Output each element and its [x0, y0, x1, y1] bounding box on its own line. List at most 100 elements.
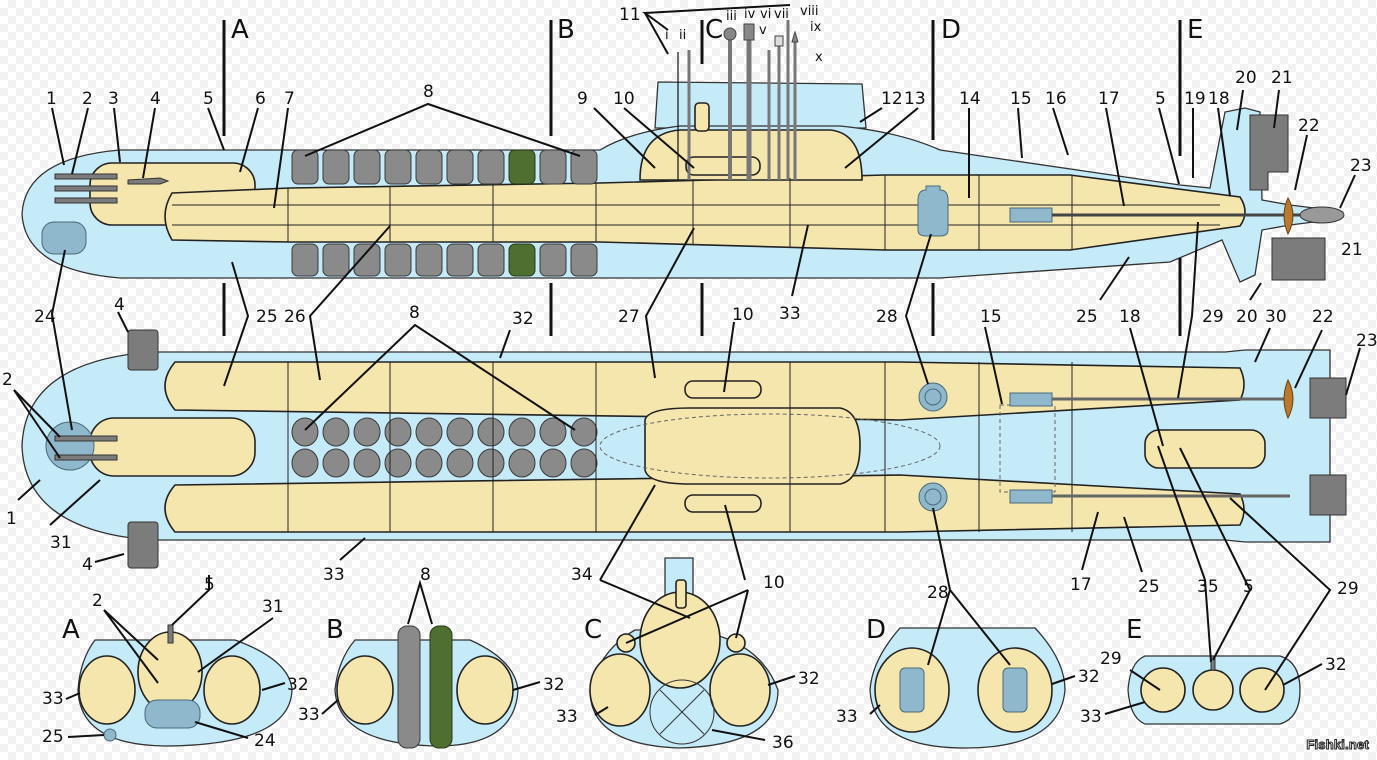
callout: 32 [512, 309, 534, 329]
missile-silo-hatch [384, 417, 412, 447]
missile-silo [446, 149, 474, 185]
callout: 15 [980, 307, 1002, 327]
missile-silo-hatch [539, 417, 567, 447]
missile-silo [539, 243, 567, 277]
propeller-side [1283, 196, 1294, 236]
callout: 14 [959, 89, 981, 109]
callout: 20 [1236, 307, 1258, 327]
callout: 22 [1298, 116, 1320, 136]
callout: 10 [763, 573, 785, 593]
torpedo-tube [54, 185, 118, 192]
callout: 32 [1078, 667, 1100, 687]
torpedo-module-top [89, 417, 256, 477]
callout: 4 [150, 89, 161, 109]
rudder-top [1309, 377, 1347, 419]
mast-label: x [815, 50, 823, 65]
missile-silo [353, 149, 381, 185]
callout: 32 [798, 669, 820, 689]
missile-silo [384, 243, 412, 277]
sail [654, 81, 867, 129]
escape-capsule-side [685, 156, 761, 176]
bow-plane-top [127, 329, 159, 371]
callout: 2 [82, 89, 93, 109]
missile-silo [477, 243, 505, 277]
callout: 20 [1235, 68, 1257, 88]
callout: 2 [92, 591, 103, 611]
torpedo-tube [54, 435, 118, 442]
missile-silo-hatch [384, 448, 412, 478]
mast-label: iv [744, 7, 756, 22]
rudder-bottom [1309, 474, 1347, 516]
callout: 25 [1076, 307, 1098, 327]
callout: 11 [619, 5, 641, 25]
missile-silos-side [291, 149, 598, 277]
missile-silo [291, 149, 319, 185]
section-labels: A 2 31 33 32 25 24 B 8 33 32 C 32 33 36 … [42, 565, 1347, 753]
missile-silo [415, 243, 443, 277]
bow-plane-bottom [127, 521, 159, 569]
missile-silo-hatch [570, 448, 598, 478]
missile-silo [384, 149, 412, 185]
section-a-title: A [62, 615, 80, 645]
missile-silo-hatch [415, 448, 443, 478]
mast-label: iii [726, 9, 737, 24]
hydroplane-side [127, 177, 170, 185]
callout: 31 [262, 597, 284, 617]
missile-silo-hatch [322, 417, 350, 447]
turbine [1009, 207, 1053, 223]
callout: 24 [34, 307, 56, 327]
top-view [21, 329, 1347, 569]
callout: 1 [46, 89, 57, 109]
callout: 17 [1070, 575, 1092, 595]
leader-lines-sections [65, 575, 1323, 741]
mast-labels: i ii iii iv v vi vii viii ix x [665, 4, 823, 65]
reactor [917, 185, 949, 237]
watermark: Fishki.net [1306, 737, 1369, 753]
hatch-trunk [694, 102, 710, 132]
callout: 8 [423, 82, 434, 102]
mast-label: vii [774, 7, 789, 22]
top-labels: 4 2 1 31 4 8 32 10 15 18 30 22 23 33 34 … [2, 295, 1377, 603]
bulkheads [172, 175, 1220, 250]
missile-silo-hatch [322, 448, 350, 478]
callout: 36 [772, 733, 794, 753]
callout: 23 [1356, 331, 1377, 351]
sonar-dome [41, 221, 87, 255]
callout: 33 [298, 705, 320, 725]
bulkheads-top [287, 362, 1073, 532]
torpedo-tube [54, 454, 118, 461]
callout: 12 [881, 89, 903, 109]
stern-module [1144, 429, 1266, 469]
callout: 2 [2, 370, 13, 390]
callout: 33 [836, 707, 858, 727]
callout: 25 [42, 727, 64, 747]
callout: 23 [1350, 156, 1372, 176]
leader-lines-top [13, 311, 1361, 691]
missile-silo [415, 149, 443, 185]
missile-silo [322, 149, 350, 185]
side-view [21, 20, 1345, 336]
callout: 28 [927, 583, 949, 603]
missile-silo-hatch [353, 448, 381, 478]
mast-label: v [759, 23, 767, 38]
section-label-b: B [557, 15, 575, 45]
callout: 33 [323, 565, 345, 585]
callout: 33 [556, 707, 578, 727]
callout: 5 [1243, 577, 1254, 597]
cross-section-c [589, 557, 779, 749]
callout: 26 [284, 307, 306, 327]
section-label-e: E [1187, 15, 1203, 45]
callout: 5 [1155, 89, 1166, 109]
section-e-title: E [1126, 615, 1142, 645]
callout: 18 [1119, 307, 1141, 327]
missile-silo-hatch [291, 448, 319, 478]
callout: 30 [1265, 307, 1287, 327]
section-label-c: C [705, 15, 723, 45]
callout: 34 [571, 565, 593, 585]
missile-silo [291, 243, 319, 277]
missile-silo-hatch [353, 417, 381, 447]
callout: 33 [779, 304, 801, 324]
cross-section-b [334, 625, 519, 749]
